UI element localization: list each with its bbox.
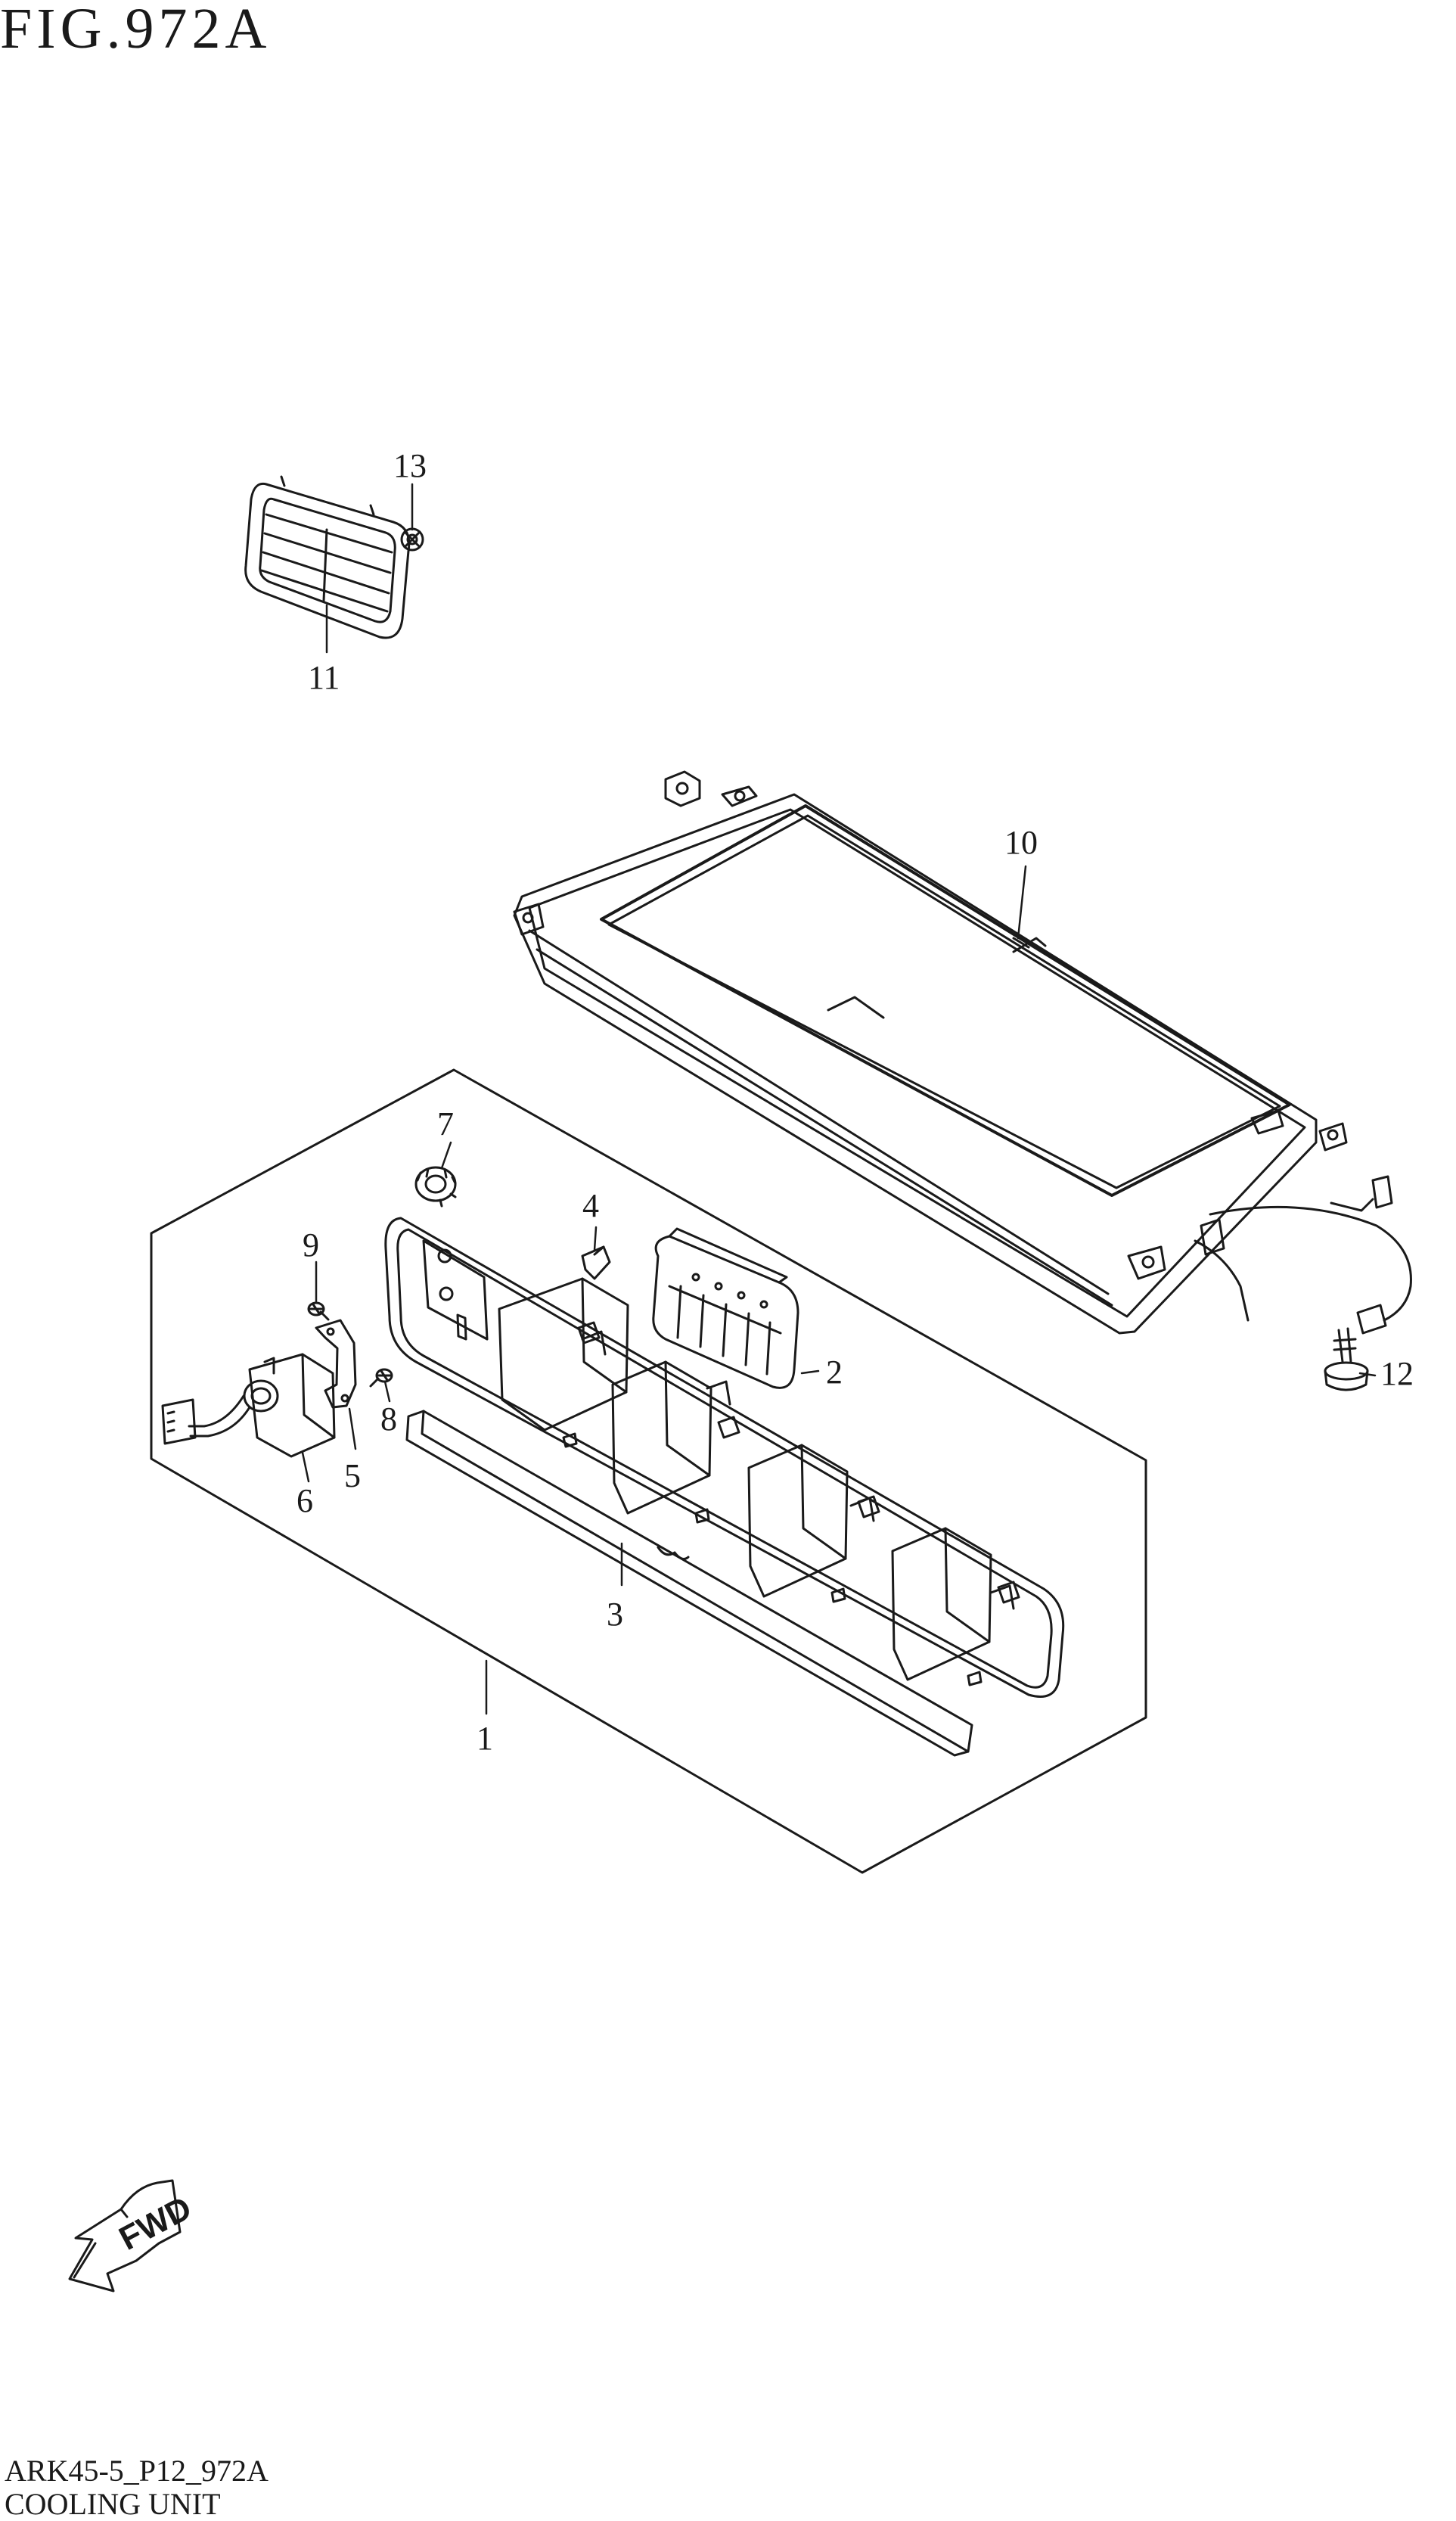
callout-labels: 1 2 3 4 5 6 7 8 9 10 11 12 13 [296, 447, 1414, 1757]
callout-13: 13 [393, 447, 427, 484]
diagram-code: ARK45-5_P12_972A [5, 2454, 269, 2488]
grommet [1324, 1327, 1369, 1391]
callout-7: 7 [437, 1105, 454, 1142]
leader-lines [301, 483, 1377, 1715]
outlet-housing [384, 1217, 1065, 1698]
callout-8: 8 [380, 1400, 397, 1438]
diagram-caption: COOLING UNIT [5, 2487, 221, 2521]
clip-small [581, 1245, 611, 1280]
assembly-boundary [150, 1068, 1147, 1874]
callout-10: 10 [1004, 824, 1038, 861]
seal-strip [405, 1410, 973, 1757]
screw-9 [307, 1301, 330, 1321]
callout-9: 9 [303, 1226, 319, 1264]
cooling-frame [513, 770, 1412, 1335]
callout-2: 2 [826, 1354, 843, 1391]
screw-8 [369, 1368, 393, 1388]
knob [414, 1166, 457, 1208]
callout-1: 1 [477, 1720, 493, 1757]
callout-11: 11 [308, 659, 340, 696]
actuator-motor [161, 1353, 336, 1458]
callout-3: 3 [607, 1596, 623, 1633]
callout-6: 6 [296, 1482, 313, 1519]
fwd-direction-arrow [68, 2179, 182, 2293]
callout-12: 12 [1380, 1355, 1414, 1392]
louver [652, 1227, 799, 1389]
bracket [315, 1319, 357, 1409]
clip [400, 527, 424, 552]
callout-5: 5 [344, 1457, 361, 1494]
callout-4: 4 [582, 1187, 599, 1224]
figure-title: FIG.972A [0, 0, 272, 61]
